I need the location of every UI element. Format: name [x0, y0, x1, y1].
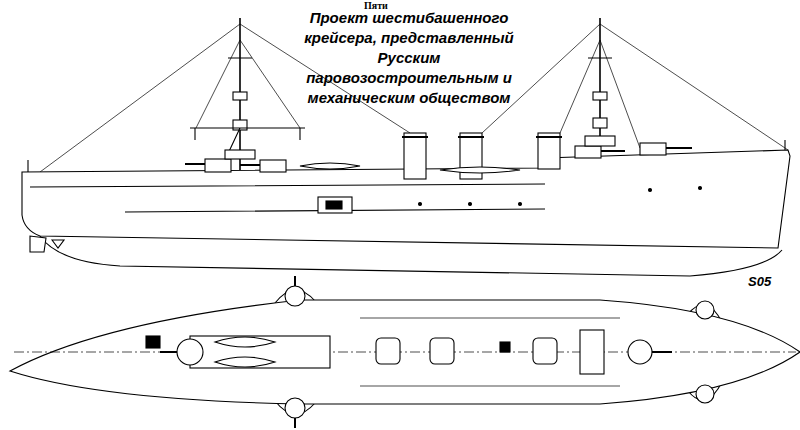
- boat: [300, 163, 520, 173]
- centerline: [14, 352, 796, 353]
- porthole: [649, 189, 652, 192]
- funnel: [404, 133, 426, 179]
- gun-turret: [640, 143, 666, 155]
- funnel-cap: [402, 136, 562, 138]
- correction-note: Пяти: [362, 0, 390, 11]
- turret-plan: [628, 340, 652, 364]
- deck-house: [190, 336, 330, 368]
- funnel-plan: [430, 338, 454, 364]
- bridge-plan: [580, 330, 604, 374]
- casemate: [318, 197, 352, 213]
- bridge: [585, 136, 615, 146]
- drawing-title: Проект шестибашенного крейсера, представ…: [283, 8, 535, 108]
- porthole: [699, 187, 702, 190]
- turret-plan: [696, 385, 714, 403]
- turret-plan: [285, 398, 305, 418]
- top-view: [10, 276, 800, 428]
- gun-barrel: [185, 148, 692, 165]
- turret-plan: [696, 301, 714, 319]
- rudder: [30, 236, 64, 252]
- casemate-port: [326, 201, 342, 209]
- boat: [215, 337, 275, 367]
- funnel-plan: [376, 338, 400, 364]
- gun-turret: [205, 159, 231, 172]
- fighting-top: [233, 92, 247, 100]
- keel-line: [40, 236, 782, 276]
- hull-plan: [10, 300, 800, 404]
- deck-line: [30, 184, 545, 212]
- portholes: [419, 187, 702, 206]
- gun-barrel: [160, 276, 672, 428]
- bridge: [225, 150, 255, 159]
- deck-edge: [360, 318, 620, 386]
- flagstaff: [28, 140, 785, 172]
- author-mark: S05: [746, 274, 773, 289]
- porthole: [469, 203, 472, 206]
- fighting-top: [593, 92, 607, 100]
- porthole: [519, 203, 522, 206]
- funnel: [538, 133, 560, 169]
- boat-crane: [190, 128, 305, 160]
- hatch: [146, 336, 160, 348]
- fighting-top: [593, 118, 607, 128]
- hatch: [500, 342, 510, 352]
- gun-turret: [575, 146, 601, 158]
- funnel-plan: [533, 338, 557, 364]
- porthole: [419, 203, 422, 206]
- turret-plan: [177, 339, 203, 365]
- turret-plan: [285, 286, 305, 306]
- gun-turret: [260, 160, 286, 172]
